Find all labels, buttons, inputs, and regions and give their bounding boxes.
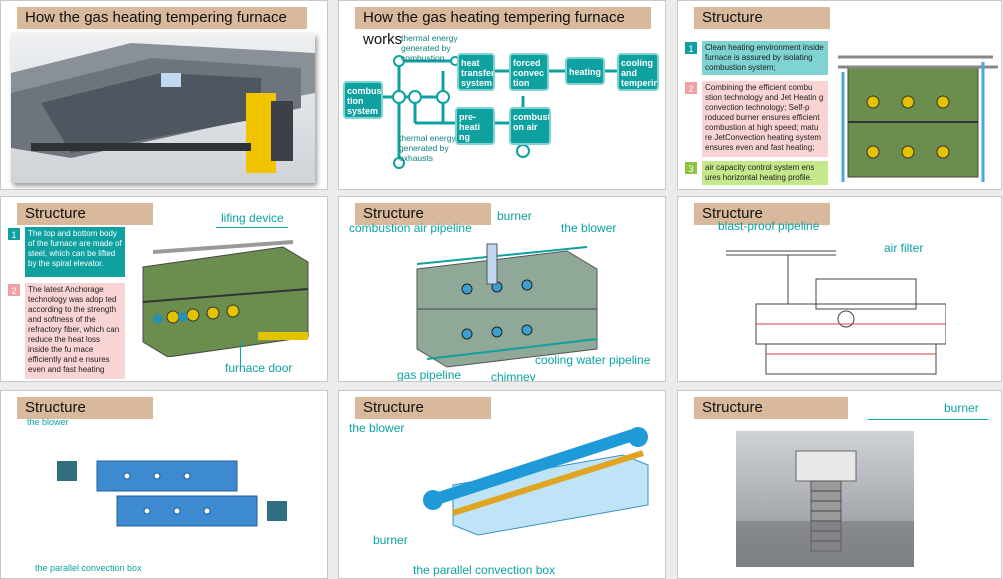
label-thermal-combustion: thermal energy generated by combustion [401, 33, 458, 63]
label-burner: burner [944, 401, 979, 415]
slide-title: Structure [694, 203, 830, 225]
point-text-3: air capacity control system ens ures hor… [702, 161, 828, 185]
point-number-2: 2 [7, 283, 21, 297]
slide-2[interactable]: How the gas heating tempering furnace wo… [338, 0, 666, 190]
label-blast-proof-pipeline: blast-proof pipeline [718, 219, 820, 233]
slide-7[interactable]: Structure the blower the parallel convec… [0, 390, 328, 579]
box-heat-transfer-system: heat transfer system [457, 53, 495, 91]
box-combustion-system: combus tion system [343, 81, 383, 119]
point-number-2: 2 [684, 81, 698, 95]
slide-title: Structure [17, 203, 153, 225]
furnace-body-image [142, 240, 309, 357]
flow-connectors [381, 55, 617, 169]
box-cooling-tempering: cooling and tempering [617, 53, 659, 91]
point-text-2: The latest Anchorage technology was adop… [25, 283, 125, 379]
label-parallel-convection-box: the parallel convection box [35, 563, 142, 573]
slide-8[interactable]: Structure the blower burner the parallel… [338, 390, 666, 579]
burner-assembly-image [838, 55, 998, 182]
label-blower: the blower [349, 421, 405, 435]
label-lifting-device: lifing device [221, 211, 284, 225]
label-chimney: chimney [491, 370, 536, 382]
point-number-3: 3 [684, 161, 698, 175]
point-number-1: 1 [7, 227, 21, 241]
box-preheating-system: pre-heati ng system [455, 107, 495, 145]
slide-4[interactable]: Structure 1 The top and bottom body of t… [0, 196, 328, 382]
label-blower: the blower [561, 221, 617, 235]
label-burner: burner [373, 533, 408, 547]
label-furnace-door: furnace door [225, 361, 293, 375]
blower-convection-drawing [423, 427, 649, 536]
leader-door [240, 340, 241, 370]
furnace-pipeline-image [416, 243, 598, 368]
label-parallel-convection-box: the parallel convection box [413, 563, 556, 577]
furnace-photo [11, 33, 315, 183]
label-thermal-exhausts: thermal energy generated by exhausts [399, 133, 456, 163]
slide-6[interactable]: Structure blast-proof pipeline air filte… [677, 196, 1002, 382]
leader-burner [868, 419, 988, 420]
slide-3[interactable]: Structure 1 Clean heating environment in… [677, 0, 1002, 190]
slide-title: Structure [355, 397, 491, 419]
slide-1[interactable]: How the gas heating tempering furnace wo… [0, 0, 328, 190]
label-burner: burner [497, 209, 532, 223]
slide-title: Structure [694, 7, 830, 29]
box-forced-convection-system: forced convec tion system [509, 53, 549, 91]
slide-title: Structure [17, 397, 153, 419]
slide-title: Structure [694, 397, 848, 419]
slide-9[interactable]: Structure burner [677, 390, 1002, 579]
point-text-1: Clean heating environment inside furnace… [702, 41, 828, 75]
burner-photo [736, 431, 914, 567]
label-gas-pipeline: gas pipeline [397, 368, 462, 382]
label-combustion-air-pipeline: combustion air pipeline [349, 221, 472, 235]
point-text-2: Combining the efficient combu stion tech… [702, 81, 828, 157]
point-text-1: The top and bottom body of the furnace a… [25, 227, 125, 277]
slide-title: How the gas heating tempering furnace wo… [355, 7, 651, 48]
slide-title: Structure [355, 203, 491, 225]
leader-lifting [216, 227, 288, 228]
slide-title: How the gas heating tempering furnace wo… [17, 7, 307, 48]
box-combustion-air: combusti on air [509, 107, 551, 145]
slide-5[interactable]: Structure burner combustion air pipeline… [338, 196, 666, 382]
pipeline-filter-drawing [726, 250, 946, 375]
point-number-1: 1 [684, 41, 698, 55]
label-air-filter: air filter [884, 241, 924, 255]
label-blower: the blower [27, 417, 69, 427]
box-heating: heating [565, 57, 605, 85]
convection-box-drawing [57, 460, 287, 527]
label-cooling-water-pipeline: cooling water pipeline [535, 353, 651, 367]
